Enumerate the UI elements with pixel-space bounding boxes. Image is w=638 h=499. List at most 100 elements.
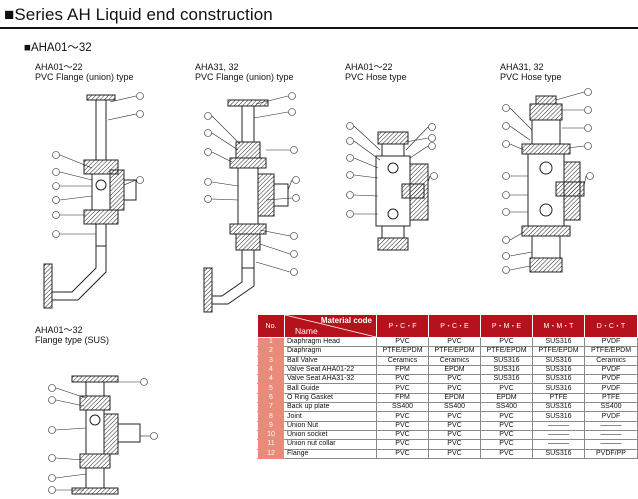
material-code-header: Material code — [320, 316, 372, 325]
material-value: FPM — [376, 392, 429, 404]
material-value: PVC — [376, 336, 429, 348]
figure-2-model: AHA31, 32 — [195, 62, 239, 72]
material-value: Ceramics — [428, 355, 481, 366]
code-header: M・M・T — [532, 314, 585, 338]
table-header-row: No. Material code Name P・C・F P・C・E P・M・E… — [257, 314, 638, 338]
material-value: PVC — [480, 420, 533, 431]
figure-2-label: AHA31, 32 PVC Flange (union) type — [195, 62, 294, 82]
part-name: O Ring Gasket — [284, 392, 377, 404]
material-value: PTFE/EPDM — [428, 346, 481, 357]
part-name: Valve Seat AHA31-32 — [284, 374, 377, 385]
row-number: 4 — [257, 374, 285, 385]
row-number: 9 — [257, 420, 285, 431]
material-value: PTFE/EPDM — [376, 346, 429, 357]
code-header: P・M・E — [480, 314, 533, 338]
name-header-cell: Material code Name — [284, 314, 377, 338]
no-header: No. — [257, 314, 285, 338]
name-header: Name — [295, 326, 318, 336]
figure-3-type: PVC Hose type — [345, 72, 407, 82]
material-value: Ceramics — [376, 355, 429, 366]
row-number: 5 — [257, 383, 285, 394]
material-value: PVC — [428, 448, 481, 459]
material-value: SUS316 — [532, 448, 585, 459]
part-name: Flange — [284, 448, 377, 459]
material-value: PVC — [376, 374, 429, 385]
figure-1-model: AHA01～22 — [35, 62, 83, 72]
material-value: PVDF — [584, 336, 638, 348]
material-value: SUS316 — [480, 355, 533, 366]
figure-5-label: AHA01～32 Flange type (SUS) — [35, 325, 109, 345]
material-value: ——— — [532, 420, 585, 431]
part-name: Ball Valve — [284, 355, 377, 366]
part-name: Union Nut — [284, 420, 377, 431]
material-value: SS400 — [480, 402, 533, 413]
material-value: FPM — [376, 364, 429, 376]
row-number: 10 — [257, 429, 285, 441]
material-value: SUS316 — [532, 411, 585, 422]
section-subtitle: ■AHA01～32 — [24, 42, 92, 54]
row-number: 1 — [257, 336, 285, 348]
material-value: SUS316 — [480, 364, 533, 376]
material-value: PVC — [428, 336, 481, 348]
row-number: 2 — [257, 346, 285, 357]
figure-4-type: PVC Hose type — [500, 72, 562, 82]
material-value: ——— — [532, 429, 585, 441]
material-value: PVC — [376, 420, 429, 431]
row-number: 6 — [257, 392, 285, 404]
material-value: PVC — [428, 383, 481, 394]
figure-5-drawing — [48, 375, 158, 495]
figure-5-model: AHA01～32 — [35, 325, 83, 335]
material-value: ——— — [584, 420, 638, 431]
material-value: EPDM — [428, 392, 481, 404]
figure-2-type: PVC Flange (union) type — [195, 72, 294, 82]
part-name: Valve Seat AHA01-22 — [284, 364, 377, 376]
material-value: SS400 — [376, 402, 429, 413]
part-name: Union socket — [284, 429, 377, 441]
material-value: PVC — [428, 374, 481, 385]
part-name: Back up plate — [284, 402, 377, 413]
material-value: SUS316 — [532, 374, 585, 385]
material-value: PTFE — [584, 392, 638, 404]
material-value: PVC — [480, 411, 533, 422]
figure-5-type: Flange type (SUS) — [35, 335, 110, 345]
material-value: SS400 — [584, 402, 638, 413]
material-value: PTFE/EPDM — [480, 346, 533, 357]
figure-3-label: AHA01～22 PVC Hose type — [345, 62, 407, 82]
material-value: PTFE/EPDM — [584, 346, 638, 357]
material-value: PVC — [480, 448, 533, 459]
material-value: EPDM — [480, 392, 533, 404]
material-value: SUS316 — [480, 374, 533, 385]
material-table: No. Material code Name P・C・F P・C・E P・M・E… — [257, 314, 638, 459]
material-value: PVDF — [584, 364, 638, 376]
material-value: PVDF — [584, 411, 638, 422]
material-value: PVDF/PP — [584, 448, 638, 459]
material-value: PVC — [428, 439, 481, 450]
material-value: PVDF — [584, 383, 638, 394]
material-value: SUS316 — [532, 402, 585, 413]
material-value: PVC — [376, 383, 429, 394]
header-rule — [0, 27, 638, 29]
figure-1-type: PVC Flange (union) type — [35, 72, 134, 82]
material-value: PVC — [480, 429, 533, 441]
figure-4-drawing — [502, 88, 594, 274]
figure-3-model: AHA01～22 — [345, 62, 393, 72]
material-value: PVC — [480, 383, 533, 394]
material-value: EPDM — [428, 364, 481, 376]
figure-1-label: AHA01～22 PVC Flange (union) type — [35, 62, 134, 82]
material-value: PVC — [376, 411, 429, 422]
material-value: SS400 — [428, 402, 481, 413]
material-value: SUS316 — [532, 355, 585, 366]
material-value: PVC — [428, 429, 481, 441]
